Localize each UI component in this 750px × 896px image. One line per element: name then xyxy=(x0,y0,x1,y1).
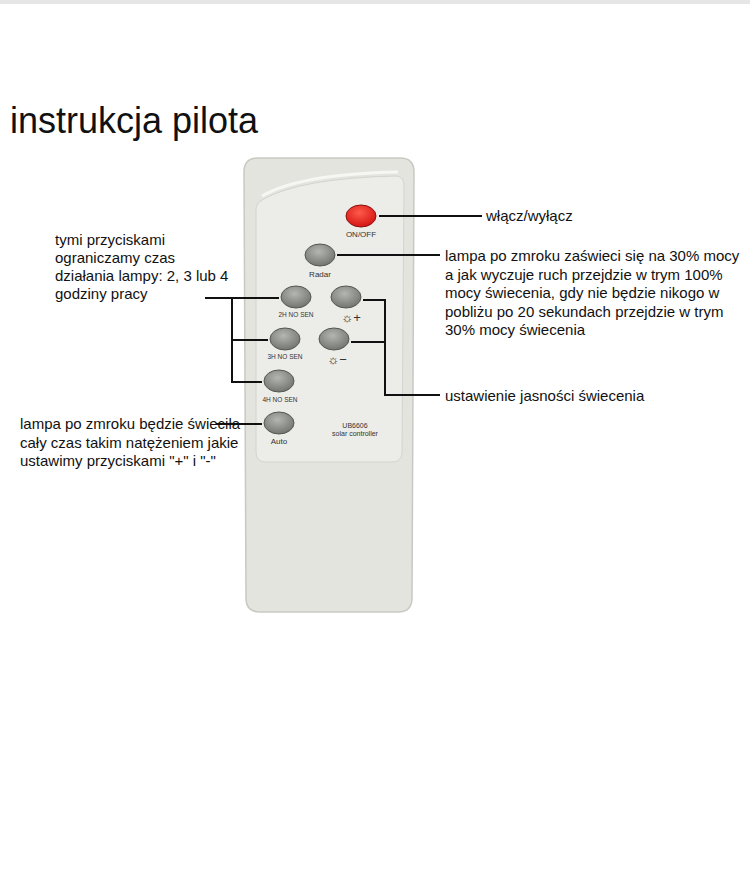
button-label: ☼+ xyxy=(341,310,361,326)
timer-button xyxy=(264,370,294,392)
callout-text: tymi przyciskami ograniczamy czas działa… xyxy=(55,231,235,303)
callout-text: lampa po zmroku będzie świeciła cały cza… xyxy=(20,415,245,471)
model-label: UB6606 xyxy=(342,422,367,430)
remote-face xyxy=(256,176,404,462)
button-label: Auto xyxy=(271,437,287,447)
button-label: 3H NO SEN xyxy=(267,353,302,361)
auto-button xyxy=(264,412,294,434)
button-label: ☼− xyxy=(327,352,347,368)
button-label: Radar xyxy=(309,270,331,280)
brightness-button xyxy=(331,286,361,308)
button-label: ON/OFF xyxy=(346,230,376,240)
timer-button xyxy=(270,328,300,350)
callout-text: ustawienie jasności świecenia xyxy=(445,386,644,405)
remote-body xyxy=(244,158,414,612)
diagram-title: instrukcja pilota xyxy=(10,100,258,142)
power-button xyxy=(346,205,376,227)
model-label: solar controller xyxy=(332,430,378,438)
button-label: 4H NO SEN xyxy=(262,396,297,404)
callout-text: lampa po zmroku zaświeci się na 30% mocy… xyxy=(445,247,750,340)
button-label: 2H NO SEN xyxy=(278,311,313,319)
brightness-button xyxy=(319,328,349,350)
leader-line xyxy=(205,216,482,424)
callout-text: włącz/wyłącz xyxy=(486,206,573,225)
timer-button xyxy=(281,286,311,308)
radar-button xyxy=(305,244,335,266)
